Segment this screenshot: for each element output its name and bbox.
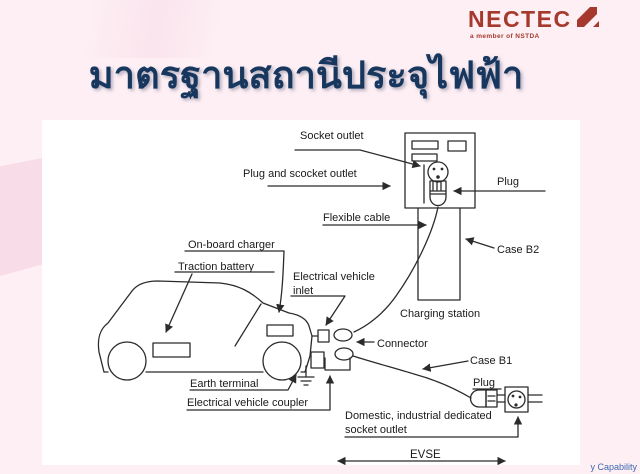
- charging-station-drawing: [404, 132, 476, 301]
- decorative-ribbon-top: [0, 0, 300, 58]
- car-drawing: [97, 280, 330, 381]
- label-earth-terminal: Earth terminal: [190, 378, 258, 390]
- rear-wheel: [107, 341, 147, 381]
- nectec-logo: NECTEC a member of NSTDA: [468, 6, 636, 40]
- logo-wordmark: NECTEC: [468, 6, 572, 32]
- case-b1-cable-drawing: [352, 355, 472, 399]
- label-plug-top: Plug: [497, 176, 519, 188]
- on-board-charger-drawing: [266, 324, 294, 337]
- label-case-b1: Case B1: [470, 355, 512, 367]
- logo-row: NECTEC: [468, 6, 636, 32]
- leader-lines: [165, 149, 546, 465]
- label-charging-station: Charging station: [400, 308, 480, 320]
- earth-ground-symbol: [297, 365, 315, 386]
- label-connector: Connector: [377, 338, 428, 350]
- ev-charging-diagram: Socket outlet Plug and scocket outlet Fl…: [97, 130, 546, 465]
- footer-text: y Capability: [590, 462, 637, 472]
- label-socket-outlet: Socket outlet: [300, 130, 364, 142]
- label-case-b2: Case B2: [497, 244, 539, 256]
- label-plug-and-socket-outlet: Plug and scocket outlet: [243, 168, 357, 180]
- label-evse: EVSE: [410, 449, 441, 461]
- label-ev-inlet-line2: inlet: [293, 285, 313, 297]
- wall-plug-drawing: [469, 389, 506, 408]
- flexible-cable-drawing: [353, 206, 439, 333]
- label-flexible-cable: Flexible cable: [323, 212, 390, 224]
- label-ev-inlet-line1: Electrical vehicle: [293, 271, 375, 283]
- label-domestic-socket-line1: Domestic, industrial dedicated: [345, 410, 492, 422]
- label-on-board-charger: On-board charger: [188, 239, 275, 251]
- station-pedestal: [417, 207, 461, 301]
- wall-socket-drawing: [504, 386, 543, 413]
- logo-arrow-icon: [576, 7, 599, 27]
- traction-battery-drawing: [152, 342, 191, 358]
- label-plug-bottom: Plug: [473, 377, 495, 389]
- slide-title: มาตรฐานสถานีประจุไฟฟ้า: [88, 55, 524, 97]
- label-ev-coupler: Electrical vehicle coupler: [187, 397, 308, 409]
- label-domestic-socket-line2: socket outlet: [345, 424, 407, 436]
- coupler-bracket: [324, 357, 351, 371]
- label-traction-battery: Traction battery: [178, 261, 255, 273]
- connector-ovals: [333, 328, 354, 361]
- front-wheel: [262, 341, 302, 381]
- station-socket-outlet-drawing: [427, 161, 449, 183]
- diagram-panel: Socket outlet Plug and scocket outlet Fl…: [42, 120, 580, 465]
- logo-tagline: a member of NSTDA: [470, 33, 540, 40]
- vehicle-inlet-drawing: [317, 329, 330, 343]
- station-plug-drawing: [429, 180, 447, 207]
- decorative-ribbon-left: [0, 158, 43, 276]
